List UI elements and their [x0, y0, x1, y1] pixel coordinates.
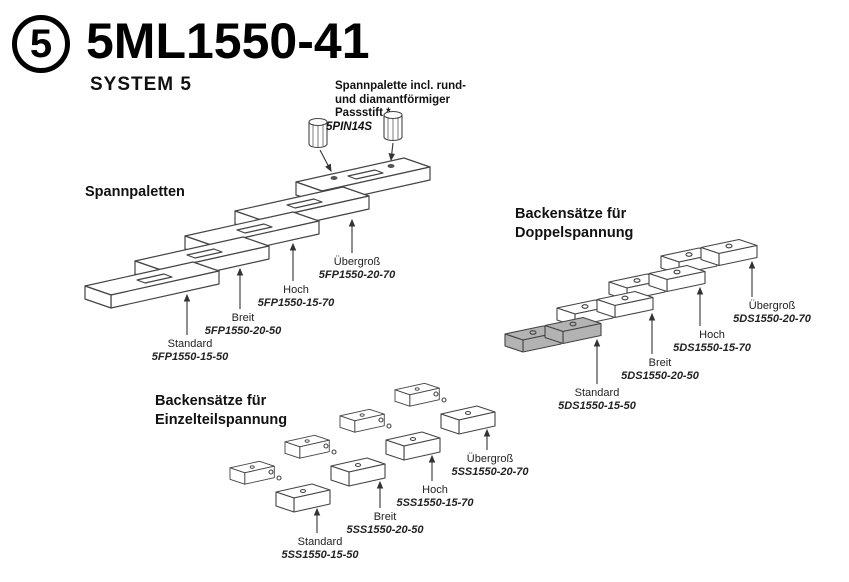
system-subtitle: SYSTEM 5	[90, 74, 192, 95]
heading-doppelspannung: Backensätze für Doppelspannung	[515, 205, 633, 243]
pin-pallet-illustration	[295, 110, 431, 205]
heading-einzelteilspannung: Backensätze für Einzelteilspannung	[155, 392, 287, 430]
label-single-hoch: Hoch 5SS1550-15-70	[396, 484, 473, 510]
pin-note: Spannpalette incl. rund- und diamantförm…	[335, 80, 466, 121]
heading-line: Backensätze für	[515, 206, 627, 222]
system-5-logo: 5	[12, 15, 70, 73]
pin-note-line: Spannpalette incl. rund-	[335, 80, 466, 92]
item-name: Hoch	[699, 329, 725, 341]
item-part-number: 5FP1550-20-70	[318, 269, 396, 281]
item-part-number: 5SS1550-15-70	[396, 497, 474, 509]
diamond-pin-hole-icon	[387, 164, 395, 168]
label-double-uebergross: Übergroß 5DS1550-20-70	[733, 300, 811, 326]
item-part-number: 5SS1550-15-50	[281, 549, 359, 561]
item-part-number: 5DS1550-15-70	[673, 342, 751, 354]
diamond-pin-icon	[383, 110, 403, 142]
item-name: Hoch	[283, 284, 309, 296]
label-double-hoch: Hoch 5DS1550-15-70	[673, 329, 751, 355]
logo-number: 5	[29, 21, 53, 66]
pin-part-number: 5PIN14S	[326, 121, 373, 133]
label-single-uebergross: Übergroß 5SS1550-20-70	[451, 453, 528, 479]
heading-line: Backensätze für	[155, 393, 267, 409]
page-title: 5ML1550-41	[86, 13, 370, 69]
item-part-number: 5FP1550-15-70	[257, 297, 335, 309]
item-part-number: 5FP1550-20-50	[204, 325, 282, 337]
label-double-standard: Standard 5DS1550-15-50	[558, 387, 636, 413]
label-double-breit: Breit 5DS1550-20-50	[621, 357, 699, 383]
label-pallet-breit: Breit 5FP1550-20-50	[205, 312, 281, 338]
label-pallet-uebergross: Übergroß 5FP1550-20-70	[319, 256, 395, 282]
round-pin-icon	[308, 117, 328, 149]
item-name: Breit	[231, 312, 255, 324]
item-name: Übergroß	[748, 300, 796, 312]
item-part-number: 5FP1550-15-50	[151, 351, 229, 363]
heading-spannpaletten: Spannpaletten	[85, 184, 185, 200]
item-name: Hoch	[422, 484, 448, 496]
pin-note-line: Passstift *	[335, 107, 391, 119]
item-part-number: 5DS1550-20-70	[733, 313, 811, 325]
item-name: Übergroß	[466, 453, 514, 465]
heading-line: Einzelteilspannung	[155, 412, 288, 428]
single-jawset-hoch	[340, 409, 440, 460]
label-single-standard: Standard 5SS1550-15-50	[281, 536, 358, 562]
single-jawset-standard	[230, 461, 330, 512]
item-name: Standard	[297, 536, 343, 548]
item-name: Übergroß	[333, 256, 381, 268]
item-name: Breit	[648, 357, 672, 369]
pin-note-line: und diamantförmiger	[335, 93, 451, 106]
item-part-number: 5SS1550-20-70	[451, 466, 529, 478]
item-part-number: 5SS1550-20-50	[346, 524, 424, 536]
item-part-number: 5DS1550-20-50	[621, 370, 699, 382]
heading-line: Doppelspannung	[515, 225, 634, 241]
label-pallet-hoch: Hoch 5FP1550-15-70	[258, 284, 334, 310]
label-single-breit: Breit 5SS1550-20-50	[346, 511, 423, 537]
jawset-standard-highlighted	[505, 318, 601, 353]
item-name: Breit	[373, 511, 397, 523]
single-jawset-uebergross	[395, 383, 495, 434]
round-pin-hole-icon	[330, 176, 338, 180]
item-name: Standard	[574, 387, 620, 399]
label-pallet-standard: Standard 5FP1550-15-50	[152, 338, 228, 364]
pointer-arrows	[183, 218, 756, 533]
single-jawset-breit	[285, 435, 385, 486]
item-name: Standard	[167, 338, 213, 350]
item-part-number: 5DS1550-15-50	[558, 400, 636, 412]
